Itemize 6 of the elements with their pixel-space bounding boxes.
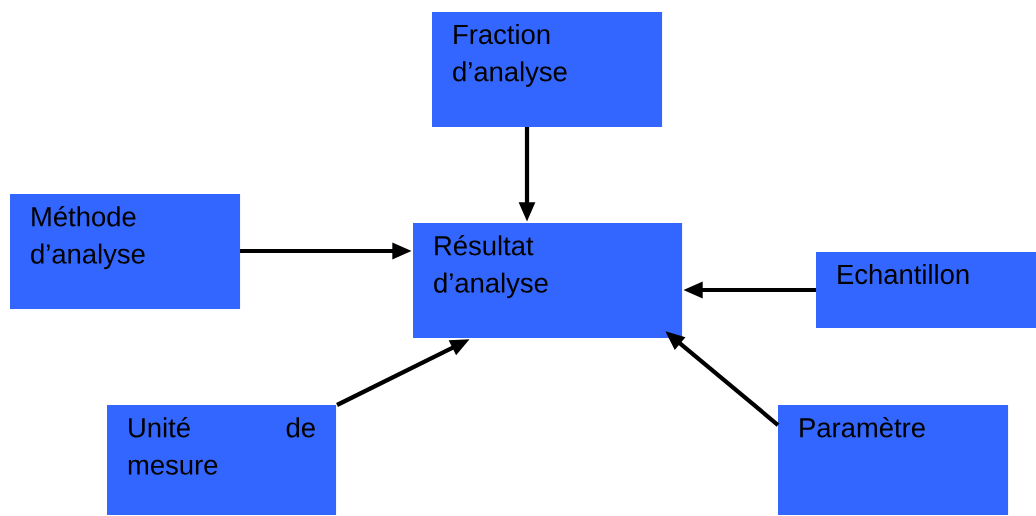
process-box: Unité de mesure [107, 405, 337, 516]
process-box: Résultat d’analyse [413, 223, 683, 339]
process-box: Méthode d’analyse [10, 194, 241, 310]
process-box: Paramètre [778, 405, 1009, 516]
process-box: Echantillon [816, 252, 1036, 329]
process-box: Fraction d’analyse [432, 12, 663, 128]
